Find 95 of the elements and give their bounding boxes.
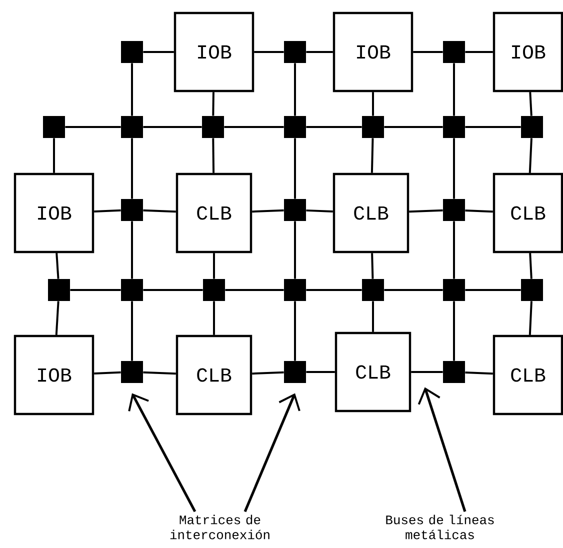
bus-line — [212, 138, 215, 173]
bus-line — [53, 138, 55, 173]
bus-line — [294, 138, 296, 199]
switch-matrix — [521, 116, 543, 138]
bus-line — [254, 51, 284, 53]
switch-matrix — [362, 116, 384, 138]
bus-line — [294, 301, 296, 361]
block-box: CLB — [334, 332, 412, 412]
callout-text: Matrices de interconexión — [170, 514, 270, 540]
bus-line — [411, 371, 443, 373]
bus-line — [413, 51, 443, 53]
bus-line — [55, 301, 60, 335]
block-box: IOB — [14, 334, 94, 416]
bus-line — [213, 253, 215, 279]
switch-matrix — [48, 279, 70, 301]
bus-line — [528, 301, 532, 335]
bus-line — [465, 126, 521, 128]
bus-line — [131, 221, 133, 279]
bus-line — [306, 289, 362, 291]
block-box: CLB — [176, 172, 252, 254]
bus-line — [372, 92, 374, 116]
bus-line — [528, 138, 532, 173]
bus-line — [529, 92, 532, 116]
bus-line — [294, 221, 296, 279]
callout-text: Buses de líneas metálicas — [386, 514, 494, 540]
bus-line — [212, 92, 214, 116]
bus-line — [225, 289, 284, 291]
switch-matrix — [121, 199, 143, 221]
switch-matrix — [521, 279, 543, 301]
bus-line — [143, 289, 203, 291]
switch-matrix — [443, 116, 465, 138]
switch-matrix — [443, 199, 465, 221]
switch-matrix — [284, 116, 306, 138]
bus-line — [252, 209, 284, 213]
switch-matrix — [284, 41, 306, 63]
bus-line — [131, 63, 133, 116]
leader-arrow — [418, 387, 466, 512]
bus-line — [384, 126, 443, 128]
bus-line — [306, 209, 333, 212]
switch-matrix — [121, 361, 143, 383]
bus-line — [294, 63, 296, 116]
block-box: IOB — [332, 12, 414, 92]
switch-matrix — [443, 41, 465, 63]
switch-matrix — [121, 279, 143, 301]
bus-line — [143, 51, 174, 53]
switch-matrix — [284, 361, 306, 383]
switch-matrix — [203, 279, 225, 301]
bus-line — [465, 289, 521, 291]
bus-line — [224, 126, 284, 128]
bus-line — [465, 209, 493, 213]
switch-matrix — [284, 199, 306, 221]
bus-line — [453, 301, 455, 361]
bus-line — [143, 209, 176, 213]
bus-line — [372, 301, 374, 332]
bus-line — [370, 138, 374, 173]
bus-line — [384, 289, 443, 291]
block-box: IOB — [492, 12, 563, 92]
block-box: CLB — [176, 334, 252, 416]
switch-matrix — [443, 279, 465, 301]
switch-matrix — [43, 116, 65, 138]
block-box: CLB — [332, 172, 410, 254]
bus-line — [131, 138, 133, 199]
switch-matrix — [443, 361, 465, 383]
block-box: IOB — [174, 12, 254, 92]
bus-line — [453, 138, 455, 199]
block-box: IOB — [14, 172, 94, 254]
bus-line — [465, 51, 493, 53]
block-box: CLB — [492, 172, 563, 254]
block-box: CLB — [492, 334, 563, 416]
bus-line — [252, 371, 284, 375]
bus-line — [56, 253, 60, 279]
bus-line — [529, 253, 532, 279]
switch-matrix — [121, 41, 143, 63]
switch-matrix — [362, 279, 384, 301]
bus-line — [306, 371, 335, 373]
bus-line — [465, 371, 493, 375]
bus-line — [94, 371, 121, 374]
bus-line — [453, 63, 455, 116]
switch-matrix — [121, 116, 143, 138]
bus-line — [409, 209, 443, 213]
switch-matrix — [202, 116, 224, 138]
bus-line — [70, 289, 121, 291]
leader-arrow — [128, 393, 196, 512]
bus-line — [143, 126, 202, 128]
switch-matrix — [284, 279, 306, 301]
bus-line — [453, 221, 455, 279]
bus-line — [94, 209, 121, 212]
bus-line — [371, 253, 374, 279]
bus-line — [213, 301, 215, 335]
bus-line — [306, 126, 362, 128]
leader-arrow — [244, 393, 300, 512]
bus-line — [143, 371, 176, 375]
bus-line — [131, 301, 133, 361]
bus-line — [65, 126, 121, 128]
bus-line — [306, 51, 333, 53]
